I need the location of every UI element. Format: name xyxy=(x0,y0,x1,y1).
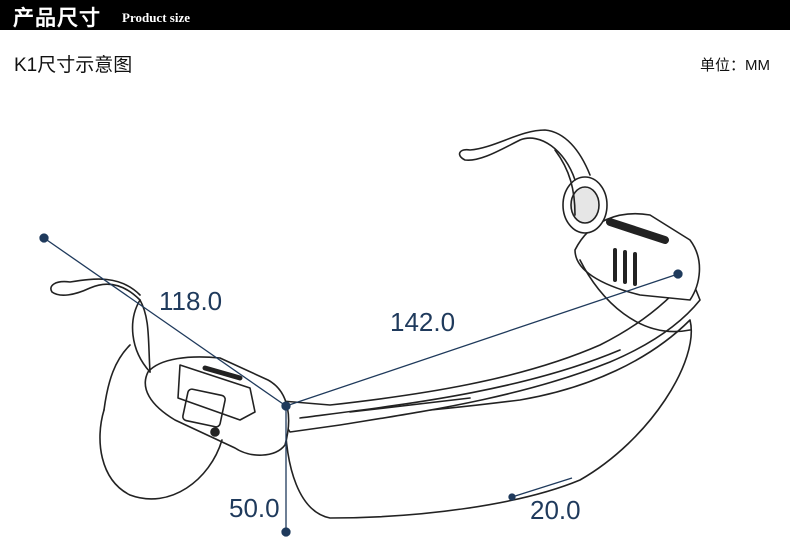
header-bar: 产品尺寸 Product size xyxy=(0,0,790,30)
page-title: K1尺寸示意图 xyxy=(14,55,133,76)
dimension-temple-length: 118.0 xyxy=(159,286,222,316)
header-title: 产品尺寸 xyxy=(13,5,101,30)
dimension-height: 50.0 xyxy=(229,493,280,523)
dimension-line-temple xyxy=(43,237,287,407)
header-subtitle: Product size xyxy=(122,10,190,25)
dimension-nose-depth: 20.0 xyxy=(530,495,581,525)
dimension-point xyxy=(673,269,683,279)
glasses-outline xyxy=(50,129,701,519)
dimension-lines xyxy=(39,233,683,537)
dimension-line-frame-width xyxy=(285,273,679,407)
dimension-point xyxy=(281,527,291,537)
dimension-point xyxy=(39,233,49,243)
dimension-point xyxy=(508,493,516,501)
unit-label: 单位：MM xyxy=(700,57,770,74)
dimension-frame-width: 142.0 xyxy=(390,307,455,337)
dimension-line-nose-depth xyxy=(511,477,573,498)
